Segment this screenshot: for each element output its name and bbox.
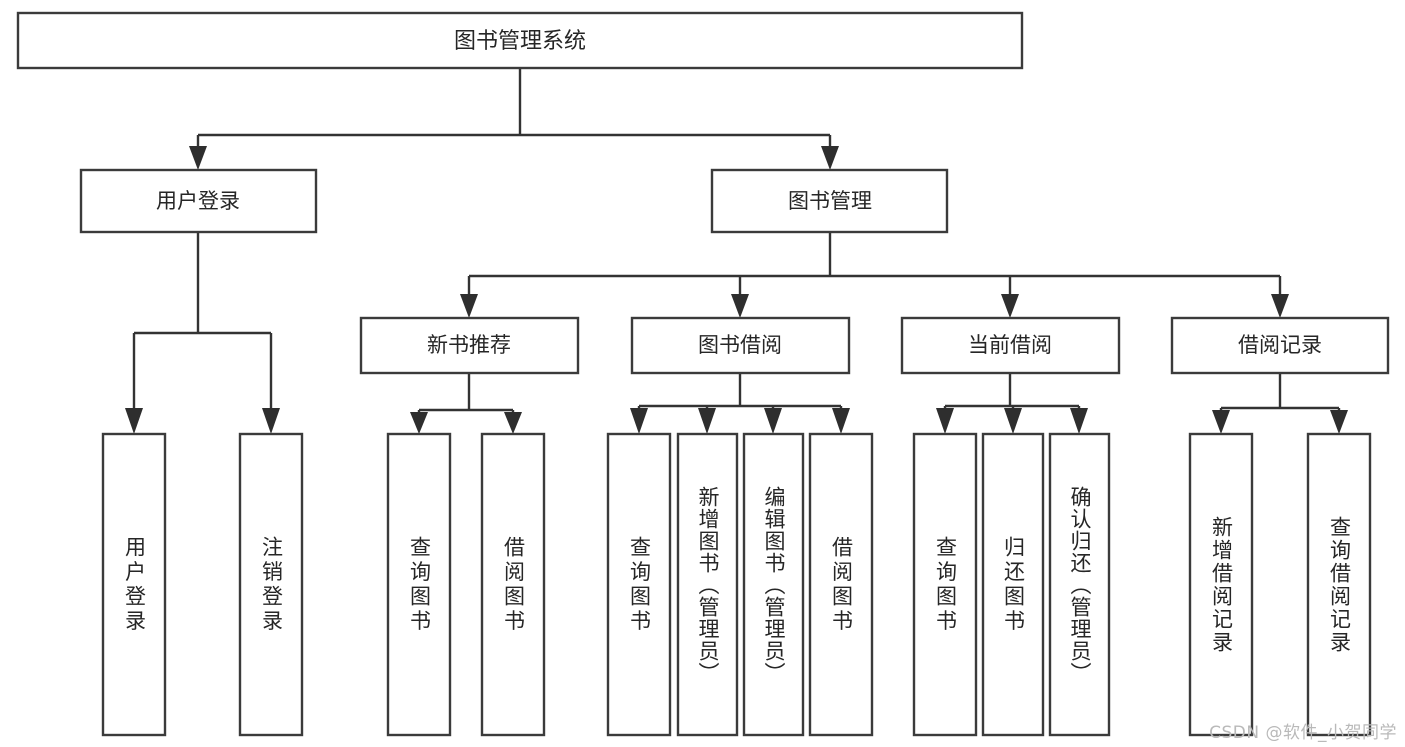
leaf-box-confirm-return[interactable]: [1048, 432, 1111, 737]
node-book-management[interactable]: 图书管理: [710, 168, 949, 234]
leaf-box-query-book-1[interactable]: [386, 432, 452, 737]
root-label: 图书管理系统: [454, 29, 586, 54]
borrow-record-label: 借阅记录: [1238, 333, 1322, 357]
arrowhead-borrowrecord-leaf-1: [1212, 410, 1230, 434]
arrowhead-user-login: [189, 146, 207, 170]
arrowhead-newbook-leaf-2: [504, 412, 522, 434]
arrowhead-leaf-logout: [262, 408, 280, 434]
user-login-label: 用户登录: [156, 189, 240, 213]
node-user-login[interactable]: 用户登录: [79, 168, 318, 234]
new-book-recommend-box[interactable]: [359, 316, 580, 375]
arrowhead-current-borrow: [1001, 294, 1019, 318]
book-borrow-box[interactable]: [630, 316, 851, 375]
leaf-box-user-login[interactable]: [101, 432, 167, 737]
leaf-box-edit-book-admin[interactable]: [742, 432, 805, 737]
arrowhead-book-borrow: [731, 294, 749, 318]
user-login-box[interactable]: [79, 168, 318, 234]
leaf-box-logout[interactable]: [238, 432, 304, 737]
book-management-label: 图书管理: [788, 189, 872, 213]
arrowhead-bookborrow-leaf-3: [764, 408, 782, 434]
node-root[interactable]: 图书管理系统: [16, 11, 1024, 70]
root-box[interactable]: [16, 11, 1024, 70]
leaf-box-add-borrow-record[interactable]: [1188, 432, 1254, 737]
leaf-box-layer: [101, 432, 1372, 737]
arrowhead-newbook-leaf-1: [410, 412, 428, 434]
current-borrow-box[interactable]: [900, 316, 1121, 375]
connector-layer: [125, 68, 1348, 434]
node-book-borrow[interactable]: 图书借阅: [630, 316, 851, 375]
current-borrow-label: 当前借阅: [968, 333, 1052, 357]
arrowhead-bookborrow-leaf-2: [698, 408, 716, 434]
leaf-box-query-book-3[interactable]: [912, 432, 978, 737]
arrowhead-bookborrow-leaf-4: [832, 408, 850, 434]
arrowhead-book-manage: [821, 146, 839, 170]
arrowhead-currentborrow-leaf-3: [1070, 408, 1088, 434]
leaf-box-query-borrow-record[interactable]: [1306, 432, 1372, 737]
arrowhead-leaf-user-login: [125, 408, 143, 434]
node-borrow-record[interactable]: 借阅记录: [1170, 316, 1390, 375]
arrowhead-currentborrow-leaf-1: [936, 408, 954, 434]
node-new-book-recommend[interactable]: 新书推荐: [359, 316, 580, 375]
arrowhead-borrow-record: [1271, 294, 1289, 318]
arrowhead-new-book-rec: [460, 294, 478, 318]
arrowhead-borrowrecord-leaf-2: [1330, 410, 1348, 434]
leaf-box-add-book-admin[interactable]: [676, 432, 739, 737]
arrowhead-bookborrow-leaf-1: [630, 408, 648, 434]
book-management-box[interactable]: [710, 168, 949, 234]
node-current-borrow[interactable]: 当前借阅: [900, 316, 1121, 375]
book-borrow-label: 图书借阅: [698, 333, 782, 357]
borrow-record-box[interactable]: [1170, 316, 1390, 375]
new-book-recommend-label: 新书推荐: [427, 333, 511, 357]
leaf-box-borrow-book-1[interactable]: [480, 432, 546, 737]
leaf-box-return-book[interactable]: [981, 432, 1045, 737]
leaf-box-query-book-2[interactable]: [606, 432, 672, 737]
arrowhead-currentborrow-leaf-2: [1004, 408, 1022, 434]
leaf-box-borrow-book-2[interactable]: [808, 432, 874, 737]
